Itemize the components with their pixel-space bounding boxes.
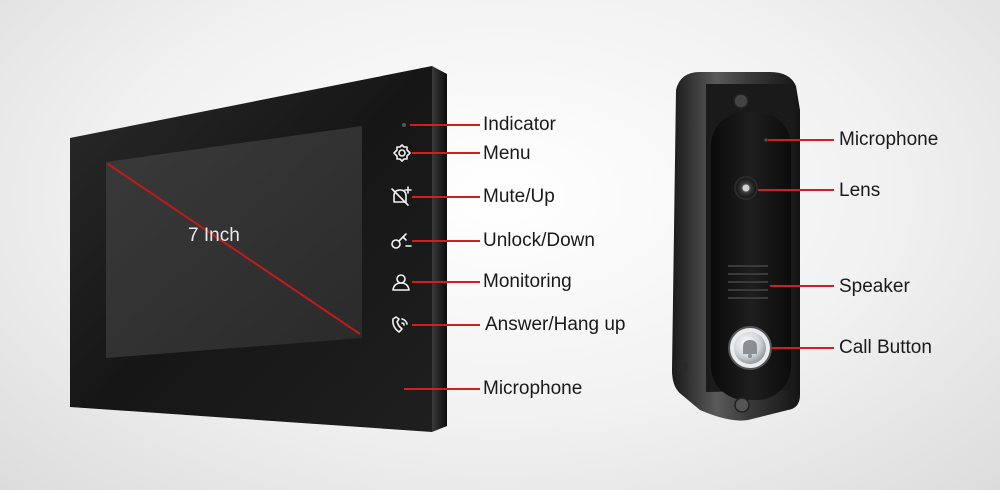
label-lens: Lens <box>839 180 881 201</box>
indoor-monitor <box>70 66 480 432</box>
label-mute-up: Mute/Up <box>483 186 555 207</box>
key-icon[interactable] <box>391 233 412 249</box>
speaker-grille <box>728 265 768 299</box>
bottom-screw <box>734 397 750 413</box>
bell-icon <box>743 340 757 358</box>
label-monitor-microphone: Microphone <box>483 378 583 399</box>
doorbell-mic-hole <box>764 138 768 142</box>
indicator-led <box>402 123 406 127</box>
gear-icon[interactable] <box>393 144 411 162</box>
bell-mute-icon[interactable] <box>391 186 412 206</box>
label-doorbell-microphone: Microphone <box>839 129 939 150</box>
top-screw <box>733 93 749 109</box>
screen-diagonal-line <box>107 163 361 335</box>
label-indicator: Indicator <box>483 114 556 135</box>
side-screw <box>680 362 688 370</box>
outdoor-doorbell <box>672 72 834 421</box>
phone-icon[interactable] <box>392 316 408 333</box>
person-icon[interactable] <box>392 274 410 291</box>
monitor-side-edge <box>432 66 447 432</box>
label-answer-hangup: Answer/Hang up <box>485 314 626 335</box>
monitor-screen <box>106 126 362 358</box>
screen-size-label: 7 Inch <box>188 225 240 246</box>
label-call-button: Call Button <box>839 337 932 358</box>
label-menu: Menu <box>483 143 531 164</box>
label-speaker: Speaker <box>839 276 910 297</box>
doorbell-faceplate <box>711 112 791 400</box>
label-monitoring: Monitoring <box>483 271 572 292</box>
label-unlock-down: Unlock/Down <box>483 230 595 251</box>
